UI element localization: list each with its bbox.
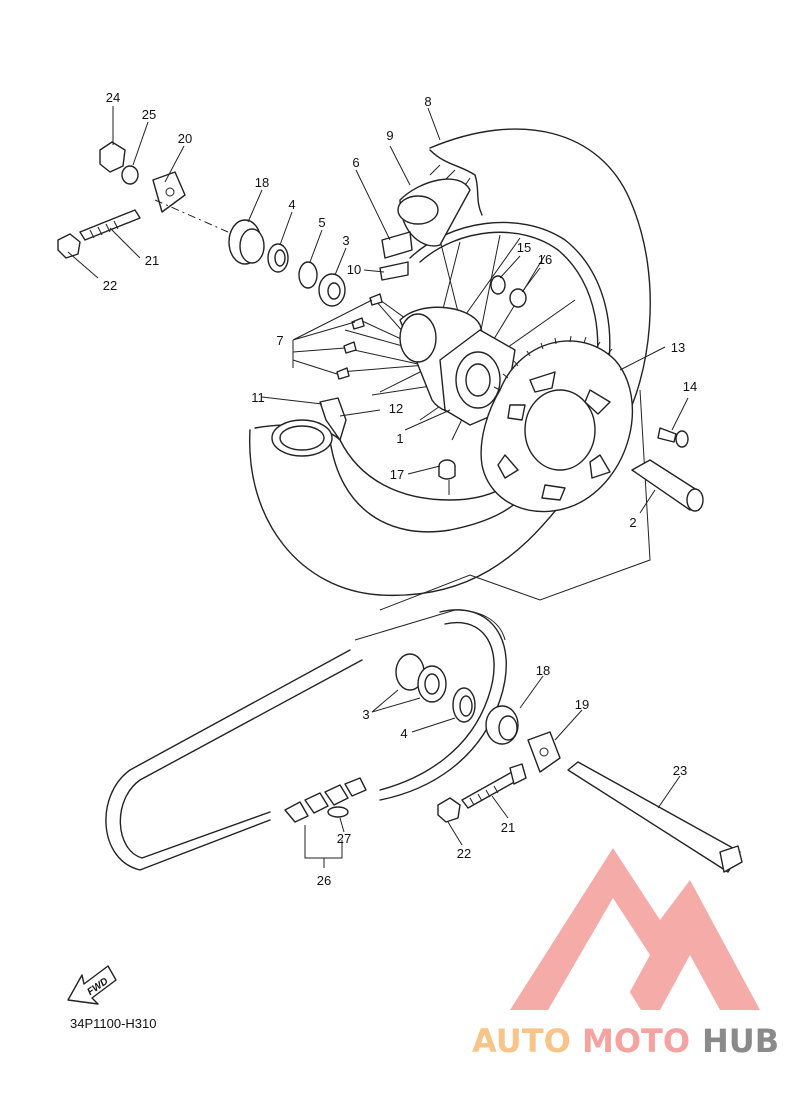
rear-axle [567,761,743,873]
sprocket [480,335,634,513]
upper-bearings [228,219,346,307]
leader-lines [67,106,689,868]
watermark-text: AUTO MOTO HUB [472,1022,779,1060]
callout-14: 14 [683,379,697,394]
callout-6: 6 [352,155,359,170]
lower-panel-border [354,609,506,641]
callout-27: 27 [337,831,351,846]
callout-3-upper: 3 [342,233,349,248]
callout-11: 11 [251,390,265,405]
callout-17: 17 [390,467,404,482]
callout-20: 20 [178,131,192,146]
callout-5: 5 [318,215,325,230]
rear-tire [249,128,651,597]
upper-adjuster-hardware [57,141,186,259]
lower-adjuster-hardware [437,763,527,823]
valve-cap [438,459,456,495]
spoke-nipples [490,275,527,308]
watermark-logo [510,848,760,1010]
callout-18-lower: 18 [536,663,550,678]
rim-lock [271,397,347,457]
drive-chain [105,609,507,871]
lower-chain-puller [527,731,561,773]
callout-2: 2 [629,515,636,530]
callout-18-upper: 18 [255,175,269,190]
callout-21-lower: 21 [501,820,515,835]
callout-3-lower: 3 [362,707,369,722]
callout-9: 9 [386,128,393,143]
callout-16: 16 [538,252,552,267]
callout-19: 19 [575,697,589,712]
sprocket-bolts [336,293,383,380]
chain-joint [284,777,367,823]
watermark-text-part1: AUTO [472,1022,571,1060]
watermark-text-part3: HUB [702,1022,779,1060]
callout-13: 13 [671,340,685,355]
axle-short [631,459,704,512]
callout-4-lower: 4 [400,726,407,741]
fwd-arrow: FWD [67,965,117,1005]
callout-26: 26 [317,873,331,888]
callout-22-lower: 22 [457,846,471,861]
lower-bearings [395,653,519,745]
callout-21-upper: 21 [145,253,159,268]
callout-23: 23 [673,763,687,778]
callout-12: 12 [389,401,403,416]
callout-10: 10 [347,262,361,277]
callout-labels: 24 25 20 18 4 5 3 9 8 6 10 15 16 21 22 7… [103,90,697,888]
callout-15: 15 [517,240,531,255]
callout-1: 1 [396,431,403,446]
callout-8: 8 [424,94,431,109]
callout-24: 24 [106,90,120,105]
diagram-code: 34P1100-H310 [70,1016,157,1031]
watermark-text-part2: MOTO [582,1022,690,1060]
callout-25: 25 [142,107,156,122]
callout-7: 7 [276,333,283,348]
upper-centerline [154,199,229,233]
callout-22-upper: 22 [103,278,117,293]
callout-4-upper: 4 [288,197,295,212]
bolt-14 [657,427,689,448]
